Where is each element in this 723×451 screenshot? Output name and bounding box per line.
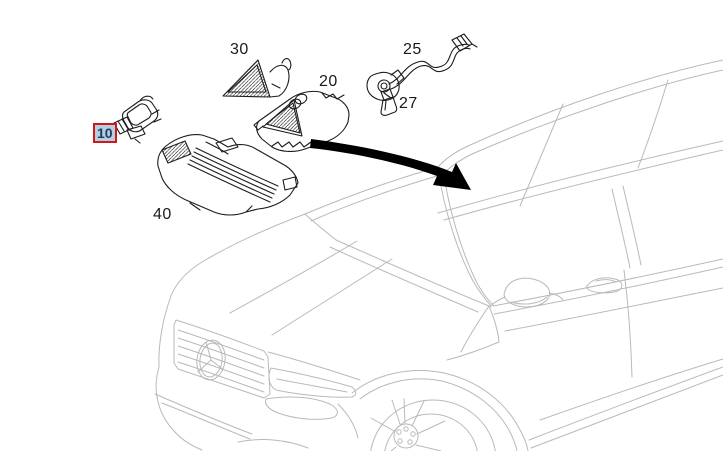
callout-10[interactable]: 10 (93, 123, 117, 143)
wiring-harness-drawing (366, 33, 478, 101)
callout-27[interactable]: 27 (399, 95, 418, 112)
callout-40[interactable]: 40 (153, 206, 172, 223)
install-direction-arrow-icon (310, 139, 471, 190)
callout-25[interactable]: 25 (403, 41, 422, 58)
callout-30[interactable]: 30 (230, 41, 249, 58)
rain-light-sensor-drawing (113, 95, 162, 144)
callout-20[interactable]: 20 (319, 73, 338, 90)
clip-drawing (380, 88, 398, 116)
trim-cover-drawing (157, 134, 299, 216)
wedge-bracket-drawing (222, 58, 292, 98)
sensor-cover-drawing (253, 90, 350, 152)
